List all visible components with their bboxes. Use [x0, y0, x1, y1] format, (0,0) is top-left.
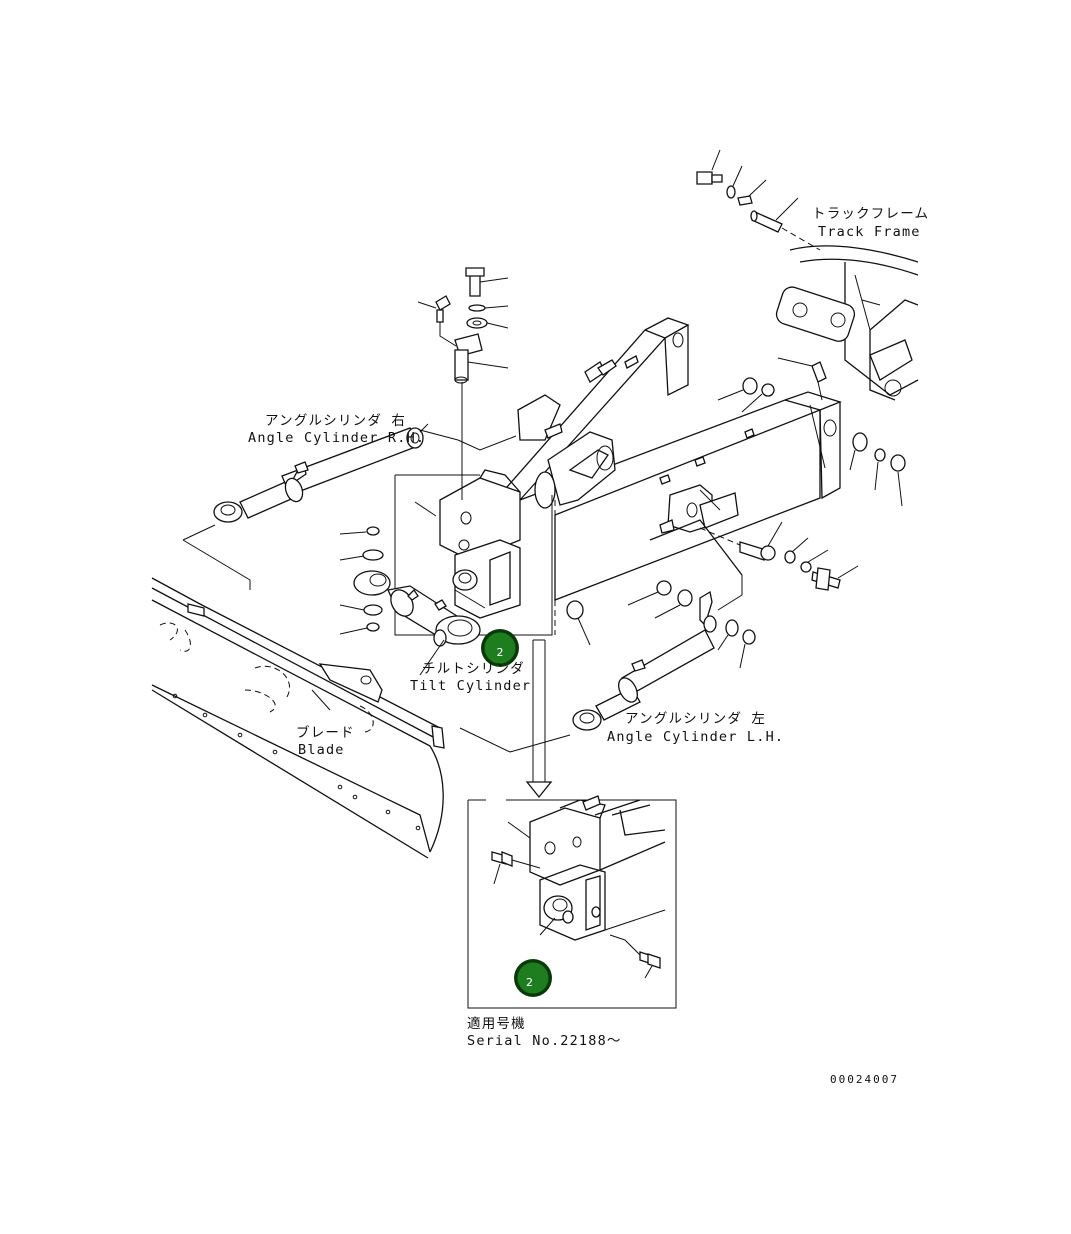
angle-cylinder-rh	[182, 423, 517, 590]
label-angle-cyl-rh-en: Angle Cylinder R.H.	[248, 430, 425, 446]
inset-detail	[467, 795, 677, 1009]
badge-fill	[517, 962, 549, 994]
track-frame	[775, 245, 919, 401]
badge-fill	[484, 632, 516, 664]
label-blade-en: Blade	[298, 742, 345, 758]
label-tilt-cyl-en: Tilt Cylinder	[410, 678, 531, 694]
label-track-frame-en: Track Frame	[818, 224, 921, 240]
label-angle-cyl-lh-en: Angle Cylinder L.H.	[607, 729, 784, 745]
badge-main-number: 2	[497, 646, 504, 659]
tilt-cylinder	[339, 526, 481, 676]
drawing-number: 00024007	[830, 1073, 899, 1086]
label-serial-jp: 適用号機	[467, 1015, 526, 1032]
callout-badge-main[interactable]: 2	[481, 629, 519, 667]
main-frame	[439, 317, 842, 619]
badge-inset-number: 2	[526, 976, 533, 989]
blade	[151, 577, 445, 859]
angle-cylinder-lh	[459, 575, 743, 753]
label-angle-cyl-rh-jp: アングルシリンダ 右	[265, 413, 406, 429]
right-side-fasteners	[414, 357, 906, 669]
label-angle-cyl-lh-jp: アングルシリンダ 左	[625, 711, 766, 727]
pin-assembly-top	[417, 267, 509, 500]
label-blade-jp: ブレード	[296, 724, 355, 741]
label-serial-en: Serial No.22188～	[467, 1033, 622, 1049]
callout-badge-inset[interactable]: 2	[514, 959, 552, 997]
label-tilt-cyl-jp: チルトシリンダ	[422, 661, 525, 677]
track-frame-fasteners	[696, 149, 821, 251]
label-track-frame-jp: トラックフレーム	[812, 206, 929, 222]
